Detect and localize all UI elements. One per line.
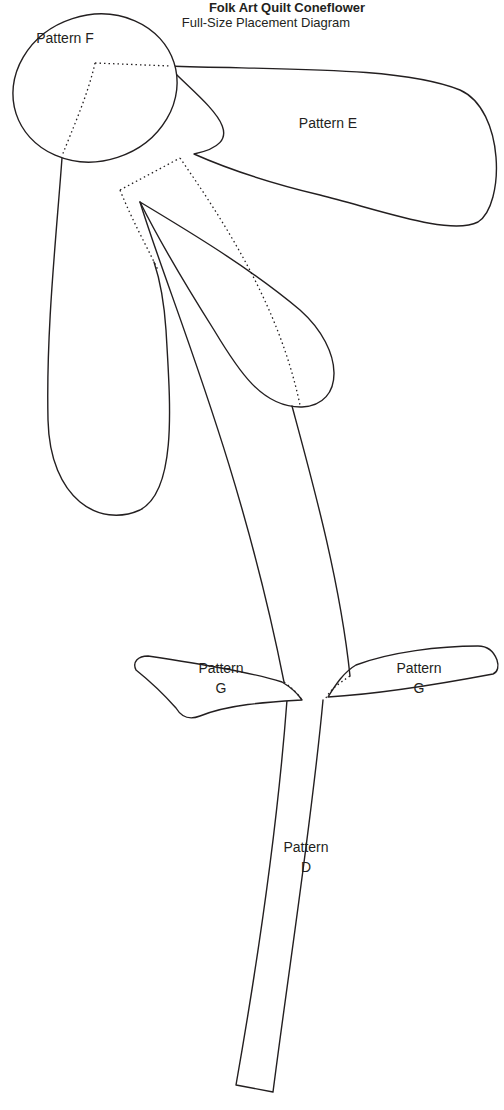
leaf-outline	[135, 656, 302, 718]
pattern-piece-label-box: Pattern F	[36, 28, 94, 48]
flower-center-outline	[0, 0, 196, 183]
pattern-piece-label-box: Pattern G	[192, 658, 250, 699]
overlap-dotted-line	[120, 190, 158, 270]
pattern-label: Pattern F	[36, 28, 94, 48]
subtitle-label: Full-Size Placement Diagram	[182, 15, 350, 31]
diagram-title: Folk Art Quilt Coneflower	[209, 0, 365, 16]
stem-outline	[140, 202, 284, 682]
stem-outline	[292, 406, 350, 676]
petal-outline	[168, 66, 496, 226]
petal-outline	[140, 202, 334, 407]
overlap-dotted-line	[284, 682, 302, 700]
overlap-dotted-line	[120, 158, 180, 190]
pattern-label: Pattern G	[390, 658, 448, 699]
pattern-piece-label-box: Pattern D	[277, 837, 335, 878]
pattern-piece-label-box: Pattern E	[299, 113, 357, 133]
pattern-label: Pattern G	[192, 658, 250, 699]
overlap-dotted-line	[326, 676, 350, 698]
pattern-label: Pattern E	[299, 113, 357, 133]
stem-outline	[236, 700, 323, 1092]
pattern-label: Pattern D	[277, 837, 335, 878]
overlap-dotted-line	[95, 63, 170, 66]
overlap-dotted-line	[180, 158, 300, 405]
pattern-piece-label-box: Pattern G	[390, 658, 448, 699]
overlap-dotted-line	[62, 63, 95, 156]
